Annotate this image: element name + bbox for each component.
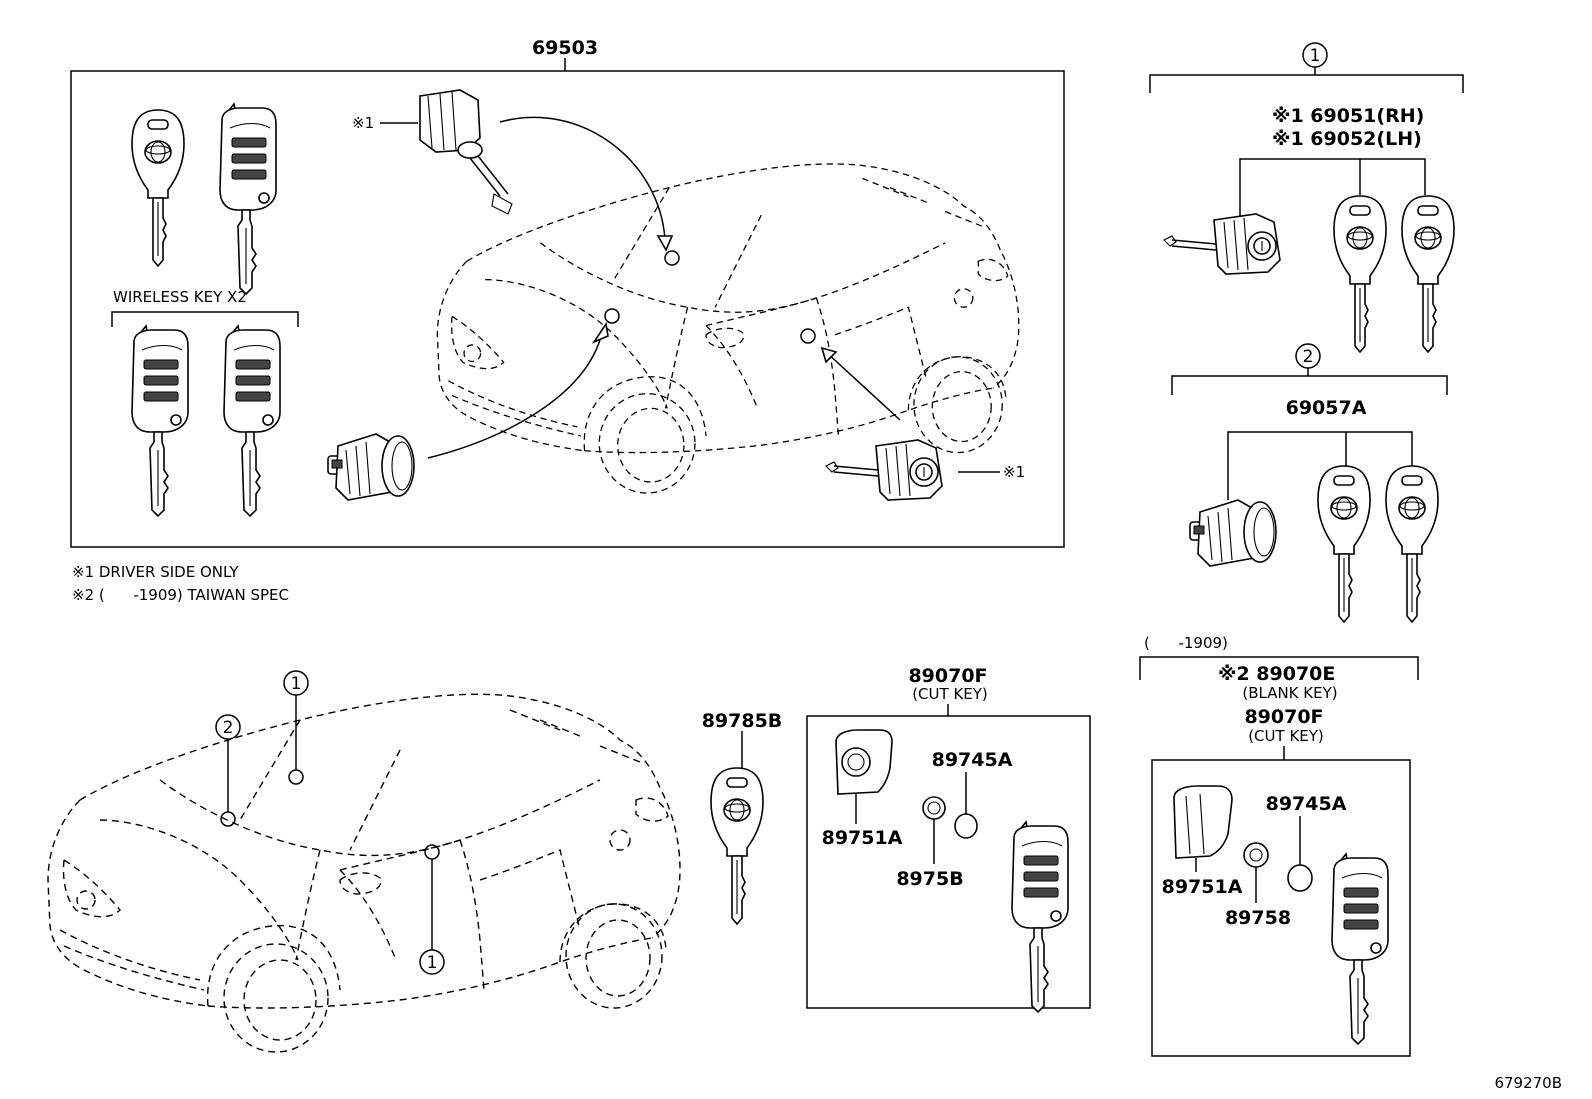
door-lock-cylinder-top-icon bbox=[419, 89, 513, 215]
group-2-key-icon-1 bbox=[1317, 465, 1371, 623]
taiwan-line-1-sub: (BLANK KEY) bbox=[1242, 684, 1337, 702]
figure-id: 679270B bbox=[1494, 1074, 1562, 1092]
wireless-key-icon-1 bbox=[131, 325, 189, 517]
cut-key-box-frame bbox=[806, 715, 1091, 1009]
group-2-part-no: 69057A bbox=[1286, 397, 1367, 419]
cut-key-flip-key-icon bbox=[1011, 821, 1069, 1013]
svg-text:1: 1 bbox=[427, 953, 438, 973]
cut-key-box-p3: 8975B bbox=[896, 868, 963, 890]
cut-key-box-p2: 89751A bbox=[822, 827, 903, 849]
cut-key-box-sub: (CUT KEY) bbox=[912, 685, 988, 703]
group-1-line-1: ※1 69051(RH) bbox=[1272, 105, 1424, 127]
transponder-chip-icon bbox=[922, 796, 946, 820]
group-2-ignition-cylinder-icon bbox=[1189, 499, 1277, 567]
taiwan-box-p2: 89751A bbox=[1162, 876, 1243, 898]
battery-icon bbox=[954, 813, 978, 839]
taiwan-key-housing-icon bbox=[1173, 785, 1233, 859]
driver-side-marker-top: ※1 bbox=[352, 114, 374, 132]
svg-text:2: 2 bbox=[1303, 347, 1314, 367]
door-lock-cylinder-right-icon bbox=[825, 439, 943, 501]
door-lock-cylinder-group1-icon bbox=[1163, 213, 1281, 275]
cut-key-box-part-no: 89070F bbox=[908, 665, 987, 687]
vehicle-outline-top bbox=[436, 163, 1020, 494]
driver-side-marker-right: ※1 bbox=[1003, 463, 1025, 481]
key-housing-icon bbox=[835, 729, 893, 795]
group-1-line-2: ※1 69052(LH) bbox=[1272, 128, 1422, 150]
group-1-key-icon-2 bbox=[1401, 195, 1455, 353]
group-1-key-icon-1 bbox=[1333, 195, 1387, 353]
group-2-key-icon-2 bbox=[1385, 465, 1439, 623]
svg-text:1: 1 bbox=[291, 674, 302, 694]
main-box-frame bbox=[70, 70, 1065, 548]
taiwan-battery-icon bbox=[1287, 864, 1313, 892]
taiwan-box-p3: 89758 bbox=[1225, 907, 1291, 929]
car-callout-1b bbox=[419, 949, 445, 975]
standalone-key-icon bbox=[710, 767, 764, 925]
wireless-key-icon-2 bbox=[223, 325, 281, 517]
svg-text:2: 2 bbox=[223, 718, 234, 738]
flip-key-icon bbox=[219, 103, 277, 295]
taiwan-box-p1: 89745A bbox=[1266, 793, 1347, 815]
standalone-key-part-no: 89785B bbox=[702, 710, 783, 732]
taiwan-flip-key-icon bbox=[1331, 853, 1389, 1045]
wireless-key-label: WIRELESS KEY X2 bbox=[113, 288, 247, 306]
vehicle-outline-bottom bbox=[47, 693, 681, 1053]
svg-text:1: 1 bbox=[1310, 46, 1321, 66]
taiwan-line-2: 89070F bbox=[1244, 706, 1323, 728]
note-1: ※1 DRIVER SIDE ONLY bbox=[72, 563, 239, 581]
taiwan-line-1: ※2 89070E bbox=[1218, 663, 1335, 685]
transponder-key-icon bbox=[131, 109, 185, 267]
ignition-cylinder-icon bbox=[327, 433, 415, 501]
taiwan-date-range: ( -1909) bbox=[1144, 634, 1228, 652]
note-2: ※2 ( -1909) TAIWAN SPEC bbox=[72, 586, 289, 604]
main-box-part-no: 69503 bbox=[532, 37, 598, 59]
cut-key-box-p1: 89745A bbox=[932, 749, 1013, 771]
taiwan-line-2-sub: (CUT KEY) bbox=[1248, 727, 1324, 745]
taiwan-transponder-chip-icon bbox=[1243, 842, 1269, 868]
taiwan-box-frame bbox=[1151, 759, 1411, 1057]
